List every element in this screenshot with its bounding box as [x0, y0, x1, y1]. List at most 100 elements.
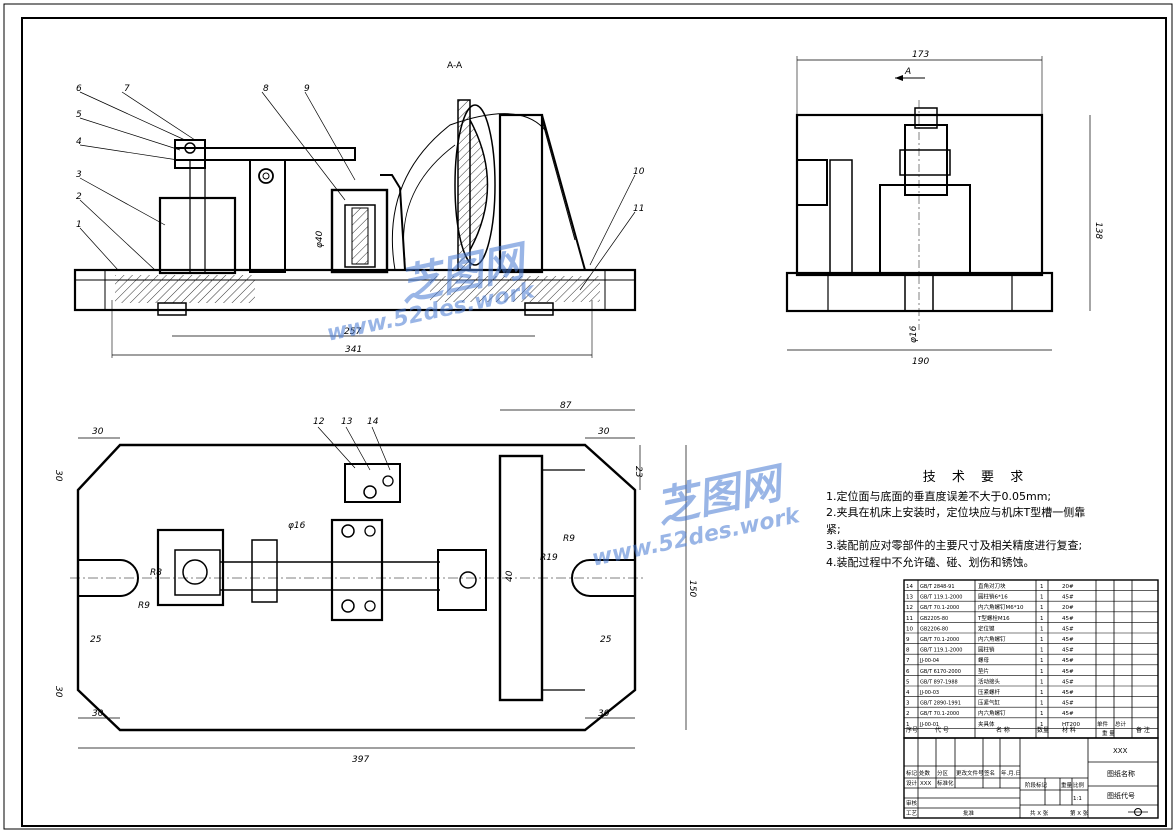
bom-cell-qty: 1 — [1040, 722, 1044, 728]
dim-30-e: 30 — [53, 470, 63, 482]
cylinder-body — [158, 196, 237, 275]
bom-header: 序号 代 号 名 称 数量 材 料 单件 总计 重 量 备 注 — [906, 720, 1150, 737]
tb-stage-mark: 阶段标记 — [1025, 781, 1048, 789]
bom-cell-name: 压紧螺杆 — [978, 688, 1001, 696]
tb-mark: 标记 — [906, 769, 918, 777]
bom-cell-no: 11 — [906, 616, 913, 622]
bom-cell-mat: 20# — [1062, 584, 1074, 590]
bom-cell-code: GB/T 70.1-2000 — [920, 637, 959, 643]
dim-341: 341 — [345, 345, 362, 355]
title-block — [903, 737, 1159, 819]
tech-item-1: 1.定位面与底面的垂直度误差不大于0.05mm; — [826, 489, 1052, 503]
dim-25-a: 25 — [90, 635, 102, 645]
bom-cell-qty: 1 — [1040, 637, 1044, 643]
callout-4: 4 — [76, 137, 82, 147]
bom-cell-mat: 45# — [1062, 595, 1074, 601]
callout-12: 12 — [313, 417, 325, 427]
bom-header-qty: 数量 — [1037, 726, 1049, 734]
drawing-code: 图纸代号 — [1107, 791, 1135, 800]
front-view: A-A — [73, 61, 637, 358]
bom-cell-no: 8 — [906, 648, 910, 654]
tb-sheets: 共 X 张 — [1030, 809, 1049, 817]
bom-cell-code: JJ-00-01 — [919, 722, 939, 728]
bom-cell-code: GB2206-80 — [920, 626, 948, 632]
tb-sheet-no: 第 X 张 — [1070, 809, 1089, 817]
dim-R8: R8 — [150, 568, 162, 578]
bom-cell-code: GB/T 119.1-2000 — [920, 648, 962, 654]
bom-cell-name: 内六角螺钉 — [978, 709, 1006, 717]
bom-cell-no: 4 — [906, 690, 910, 696]
tb-signature: 签名 — [984, 769, 995, 777]
callout-14: 14 — [367, 417, 379, 427]
tb-weight: 重量 — [1061, 781, 1073, 789]
drawing-name: 图纸名称 — [1107, 769, 1135, 778]
bom-cell-no: 12 — [906, 605, 913, 611]
bom-cell-qty: 1 — [1040, 584, 1044, 590]
tech-item-3: 3.装配前应对零部件的主要尺寸及相关精度进行复查; — [826, 539, 1083, 552]
bom-cell-no: 13 — [906, 595, 913, 601]
bom-cell-no: 2 — [906, 711, 910, 717]
callout-6: 6 — [76, 84, 82, 94]
bom-cell-name: 垫片 — [978, 667, 989, 675]
bom-cell-name: 活动接头 — [978, 677, 1001, 685]
tb-scale: 比例 — [1073, 781, 1085, 789]
dim-phi16-side: φ16 — [909, 325, 919, 343]
callout-11: 11 — [633, 204, 644, 214]
bom-cell-qty: 1 — [1040, 605, 1044, 611]
side-view: A 173 138 190 φ16 — [785, 50, 1103, 367]
callout-13: 13 — [341, 417, 353, 427]
bom-cell-no: 10 — [906, 626, 913, 632]
dim-phi40: φ40 — [315, 230, 325, 248]
dim-R9-b: R9 — [563, 534, 575, 544]
bom-cell-code: GB/T 119.1-2000 — [920, 595, 962, 601]
dim-87: 87 — [560, 401, 572, 411]
clamp-lever — [174, 147, 356, 161]
dim-150: 150 — [687, 580, 697, 597]
dim-397: 397 — [352, 755, 369, 765]
bom-cell-qty: 1 — [1040, 658, 1044, 664]
bom-cell-code: GB/T 2890-1991 — [920, 701, 961, 707]
bom-cell-qty: 1 — [1040, 679, 1044, 685]
bom-cell-mat: 45# — [1062, 679, 1074, 685]
dim-23: 23 — [633, 466, 643, 478]
top-view: 397 87 30 30 30 30 30 30 23 25 25 R9 R19… — [53, 401, 697, 765]
dim-138: 138 — [1093, 222, 1103, 239]
tb-zone: 分区 — [937, 769, 949, 777]
bom-cell-mat: 45# — [1062, 701, 1074, 707]
dim-R19: R19 — [540, 553, 558, 563]
bom-cell-no: 1 — [906, 722, 910, 728]
bom-header-no: 序号 — [906, 726, 918, 734]
company-name: XXX — [1113, 747, 1128, 755]
dim-phi16-top: φ16 — [288, 521, 306, 531]
dim-R9: R9 — [138, 601, 150, 611]
section-label: A-A — [447, 61, 463, 71]
bom-cell-qty: 1 — [1040, 690, 1044, 696]
bom-cell-qty: 1 — [1040, 711, 1044, 717]
tb-review: 审核 — [906, 799, 918, 807]
bom-cell-mat: 45# — [1062, 669, 1074, 675]
bom-cell-code: GB/T 6170-2000 — [920, 669, 961, 675]
bom-cell-name: 圆柱销6*16 — [978, 593, 1008, 601]
top-base-outline — [76, 443, 637, 732]
tb-date: 年.月.日 — [1001, 769, 1021, 777]
bom-cell-name: 内六角螺钉M6*10 — [978, 603, 1024, 611]
bom-cell-qty: 1 — [1040, 669, 1044, 675]
support-block — [249, 159, 286, 273]
outer-border — [3, 3, 1173, 830]
tb-process: 工艺 — [906, 810, 918, 817]
bom-cell-code: GB2205-80 — [920, 616, 948, 622]
bom-cell-mat: 45# — [1062, 648, 1074, 654]
bom-cell-qty: 1 — [1040, 648, 1044, 654]
part-callouts: 1 2 3 4 5 6 7 8 9 10 11 12 13 14 — [76, 84, 645, 427]
view-arrow-a: A — [904, 67, 911, 77]
title-block-text: XXX 图纸名称 图纸代号 标记 处数 分区 更改文件号 签名 年.月.日 设计… — [906, 747, 1135, 817]
bom-cell-name: 压紧气缸 — [978, 699, 1001, 707]
bom-cell-code: JJ-00-04 — [919, 658, 939, 664]
tb-standardize: 标准化 — [937, 779, 954, 787]
bom-cell-name: 圆柱销 — [978, 646, 995, 654]
tb-change-doc: 更改文件号 — [956, 769, 984, 777]
dim-25-b: 25 — [600, 635, 612, 645]
callout-9: 9 — [304, 84, 310, 94]
